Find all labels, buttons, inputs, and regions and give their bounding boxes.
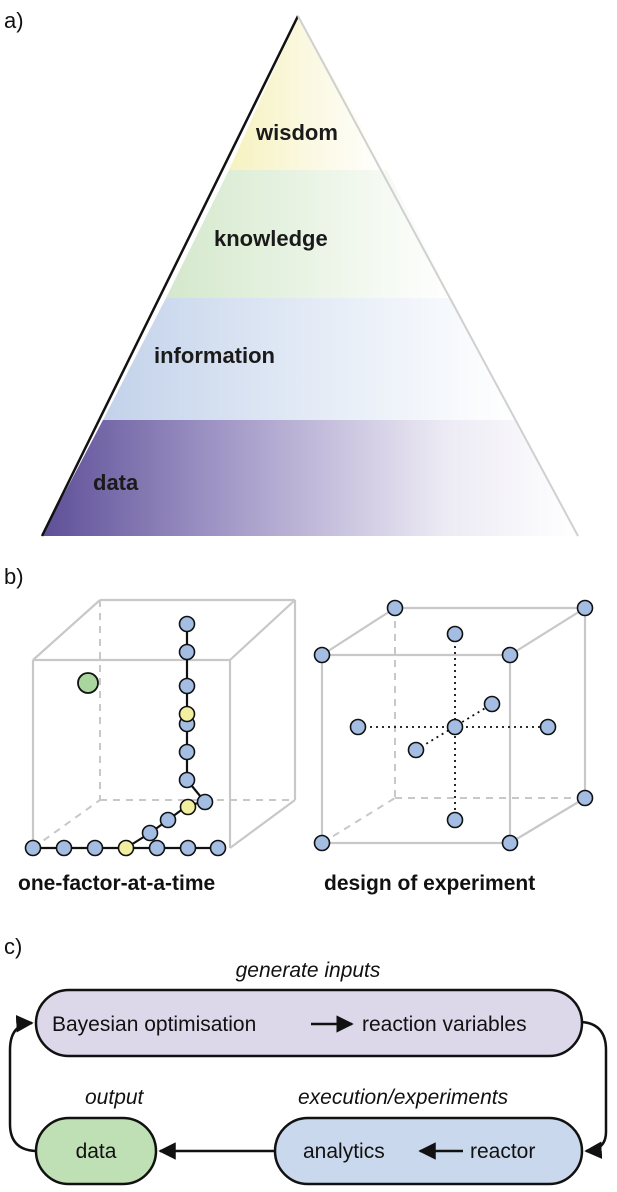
tier-label-wisdom: wisdom [255,120,338,145]
pyramid-tier-data [42,420,578,536]
ofat-node [86,839,104,857]
ofat-cube [24,598,297,857]
doe-corner-node [501,834,519,852]
knowledge-pyramid: wisdom knowledge information data [40,15,579,537]
doe-corner-node [313,646,331,664]
bayesian-optimisation-label: Bayesian optimisation [52,1013,256,1036]
ofat-node [178,643,196,661]
panel-a-label: a) [4,8,24,33]
tier-label-knowledge: knowledge [214,226,328,251]
pyramid-left-edge [40,15,300,537]
ofat-node [196,793,214,811]
data-box-label: data [76,1140,117,1163]
ofat-node [148,839,166,857]
ofat-node [141,824,159,842]
doe-star-node [349,718,367,736]
ofat-node [209,839,227,857]
doe-corner-node [576,789,594,807]
reactor-label: reactor [470,1140,535,1163]
doe-star-node [446,811,464,829]
doe-star-node [446,625,464,643]
doe-corner-node [576,599,594,617]
ofat-node-highlight [179,798,197,816]
ofat-node [178,771,196,789]
doe-star-node [539,718,557,736]
doe-center-node [446,718,464,736]
ofat-node [159,811,177,829]
ofat-node-highlight [117,839,135,857]
ofat-node [178,743,196,761]
panel-c-label: c) [4,934,22,959]
pyramid-tier-wisdom [229,16,387,170]
doe-star-node [483,695,501,713]
pyramid-tier-knowledge [166,170,452,298]
execution-caption: execution/experiments [298,1086,509,1109]
tier-label-data: data [93,470,139,495]
doe-corner-node [501,646,519,664]
output-caption: output [85,1086,145,1109]
pyramid-tier-information [103,298,515,420]
generate-inputs-caption: generate inputs [236,959,381,982]
ofat-node [178,677,196,695]
doe-corner-node [386,599,404,617]
ofat-node [178,615,196,633]
doe-caption: design of experiment [324,872,535,895]
doe-star-node [407,741,425,759]
panel-b-label: b) [4,564,24,589]
ofat-node [24,839,42,857]
ofat-optimum-node [77,672,99,694]
loop-arrow-right [581,1020,608,1159]
ofat-node [179,839,197,857]
loop-arrow-left [8,1014,37,1153]
pyramid-right-edge [297,15,579,537]
doe-cube [313,599,594,852]
doe-corner-node [313,834,331,852]
ofat-caption: one-factor-at-a-time [18,872,215,895]
analytics-label: analytics [303,1140,385,1163]
reaction-variables-label: reaction variables [362,1013,527,1036]
ofat-node-highlight [178,705,196,723]
tier-label-information: information [154,343,275,368]
ofat-node [55,839,73,857]
